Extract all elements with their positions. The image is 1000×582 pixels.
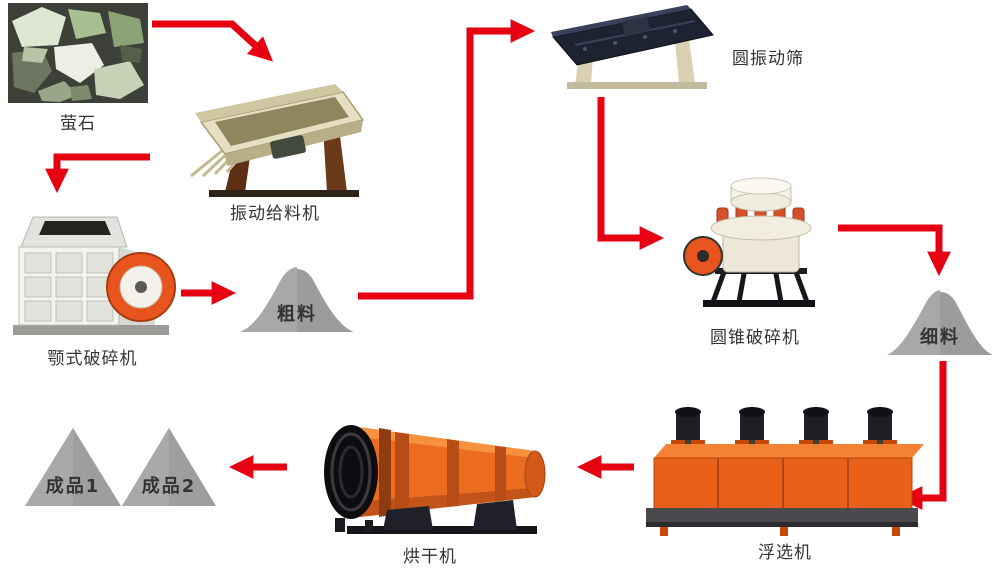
- product-1-triangle: [25, 428, 121, 506]
- cone-crusher-label: 圆锥破碎机: [710, 328, 800, 348]
- arrow-coarse-material-to-screen: [358, 19, 536, 300]
- fluorite-rocks-illustration: [8, 3, 148, 103]
- jaw-crusher-illustration: [13, 216, 176, 335]
- fluorite-label: 萤石: [60, 114, 96, 134]
- vibrating-feeder-label: 振动给料机: [230, 204, 320, 224]
- fluorite-photo: [8, 3, 148, 103]
- vibrating-feeder-illustration: [190, 84, 365, 197]
- circular-vibrating-screen-label: 圆振动筛: [732, 49, 804, 69]
- product-2-label: 成品2: [141, 476, 197, 497]
- product-2-pile: 成品2: [122, 428, 216, 506]
- arrow-feeder-to-jaw-crusher: [45, 153, 150, 194]
- circular-vibrating-screen-node: [545, 5, 730, 93]
- coarse-material-label: 粗料: [277, 304, 317, 325]
- jaw-crusher-label: 颚式破碎机: [47, 349, 138, 369]
- fine-pile-shape: [887, 290, 993, 355]
- vibrating-feeder-node: [175, 80, 375, 205]
- cone-crusher-illustration: [683, 177, 815, 307]
- cone-crusher-node: [675, 168, 835, 316]
- flotation-machine-node: [640, 400, 930, 538]
- fine-material-pile: 细料: [885, 285, 995, 357]
- product-1-pile: 成品1: [25, 428, 121, 506]
- coarse-pile-shape: [240, 267, 354, 332]
- arrow-fluorite-to-feeder: [152, 20, 274, 62]
- dryer-label: 烘干机: [403, 547, 457, 567]
- coarse-material-pile: 粗料: [238, 262, 356, 334]
- dryer-node: [295, 392, 565, 542]
- product-1-label: 成品1: [45, 476, 101, 497]
- circular-vibrating-screen-illustration: [551, 5, 714, 89]
- arrow-cone-crusher-to-fine-material: [838, 224, 951, 277]
- arrow-screen-to-cone-crusher: [597, 97, 665, 250]
- dryer-illustration: [324, 425, 546, 534]
- fine-material-label: 细料: [920, 327, 960, 348]
- jaw-crusher-node: [5, 195, 180, 345]
- product-2-triangle: [122, 428, 216, 506]
- flotation-machine-illustration: [646, 407, 924, 536]
- flotation-machine-label: 浮选机: [758, 543, 812, 563]
